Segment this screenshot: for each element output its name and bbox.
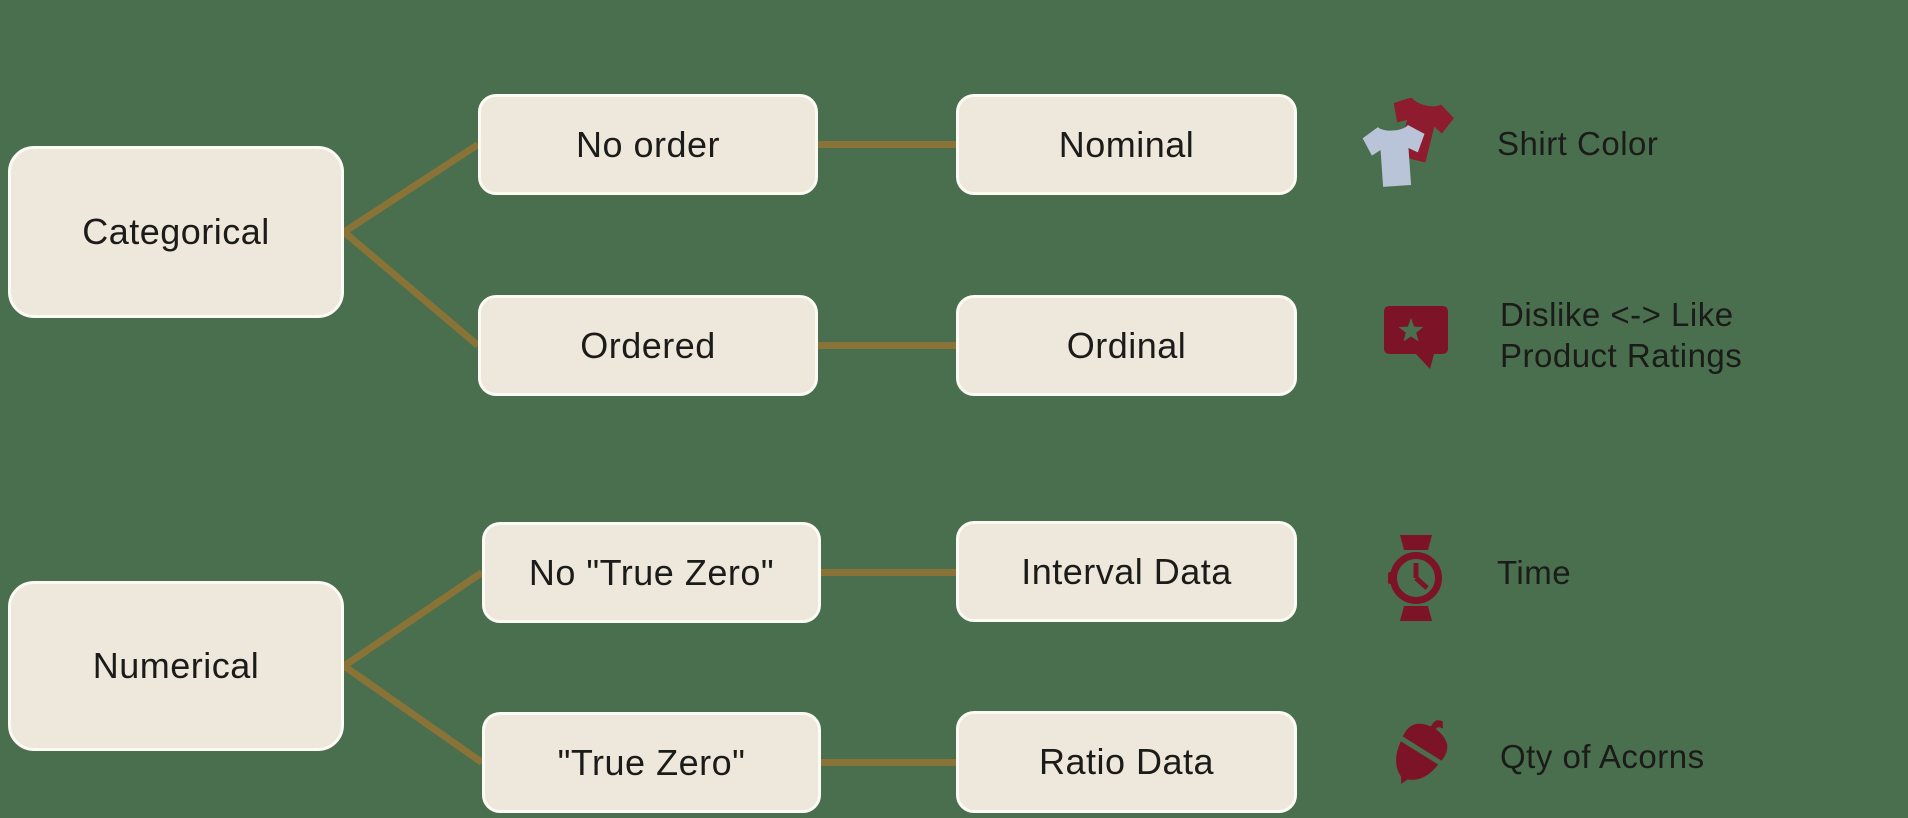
example-label-product-ratings: Dislike <-> Like Product Ratings (1500, 294, 1742, 376)
connector-numerical-no-true-zero (342, 569, 484, 669)
node-interval-data: Interval Data (956, 521, 1297, 622)
example-label-qty-of-acorns: Qty of Acorns (1500, 738, 1705, 775)
connector-numerical-true-zero (341, 663, 485, 766)
node-ordered: Ordered (478, 295, 818, 396)
node-nominal: Nominal (956, 94, 1297, 195)
tshirts-icon (1362, 98, 1454, 187)
connector-categorical-no-order (342, 141, 480, 235)
example-label-line-1: Dislike <-> Like (1500, 296, 1734, 333)
wristwatch-icon (1388, 535, 1442, 621)
example-label-shirt-color: Shirt Color (1497, 125, 1659, 162)
node-no-order: No order (478, 94, 818, 195)
node-numerical: Numerical (8, 581, 344, 751)
node-true-zero: "True Zero" (482, 712, 821, 813)
acorn-icon (1396, 720, 1448, 784)
node-ordinal: Ordinal (956, 295, 1297, 396)
connector-categorical-ordered (341, 229, 481, 349)
node-ratio-data: Ratio Data (956, 711, 1297, 813)
example-label-line-2: Product Ratings (1500, 337, 1743, 374)
rating-speech-bubble-icon (1384, 306, 1448, 369)
node-categorical: Categorical (8, 146, 344, 318)
node-no-true-zero: No "True Zero" (482, 522, 821, 623)
example-label-time: Time (1497, 554, 1572, 591)
